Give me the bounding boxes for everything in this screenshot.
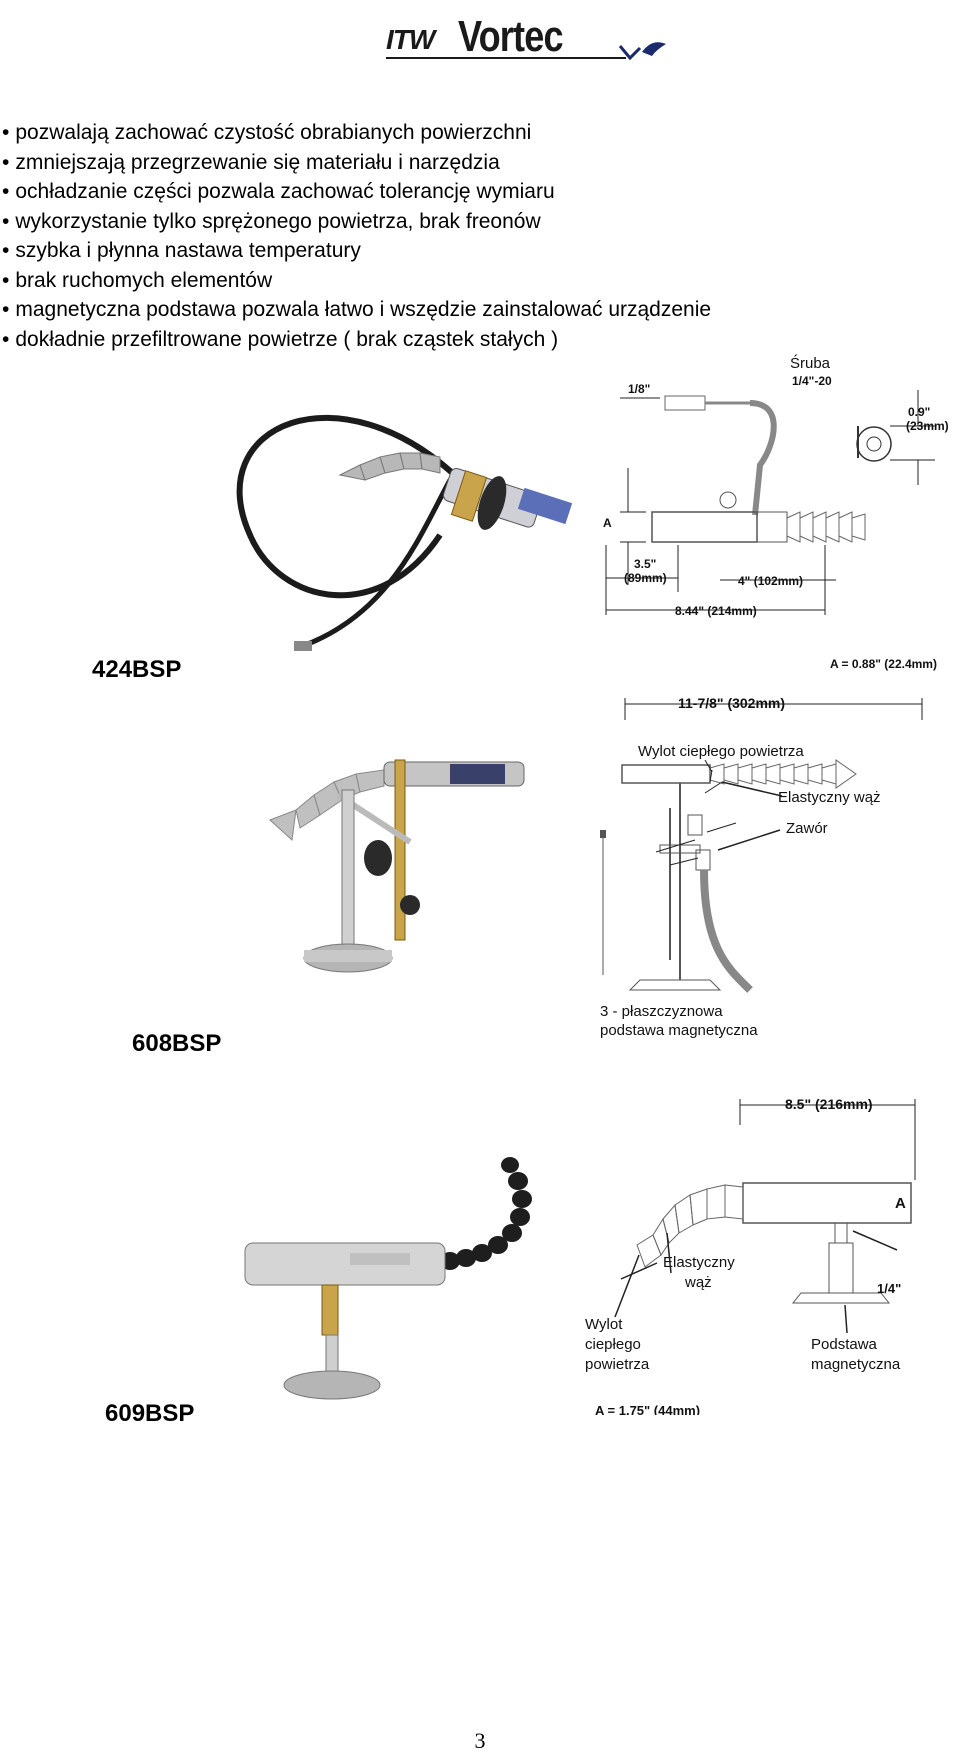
feature-list: pozwalają zachować czystość obrabianych …	[2, 118, 711, 354]
body-length-metric: (89mm)	[624, 571, 667, 585]
body-length-label: 3.5"	[634, 557, 656, 571]
height-label: 0.9"	[908, 405, 930, 419]
diagram-609bsp: 8.5" (216mm) A 1/4" Elastyczny wąż Wylot…	[585, 1096, 916, 1415]
feature-item: zmniejszają przegrzewanie się materiału …	[2, 148, 711, 178]
logo-vortec-text: Vortec	[458, 12, 564, 61]
product-photo-424bsp	[236, 414, 573, 651]
a-marker-609: A	[895, 1195, 906, 1212]
itw-vortec-logo: ITW Vortec	[386, 10, 676, 61]
base-line2-609: magnetyczna	[811, 1356, 901, 1373]
diagram-608bsp: 11-7/8" (302mm) Wylot ciepłego powietrza…	[600, 695, 923, 1039]
model-label-609bsp: 609BSP	[105, 1400, 195, 1427]
logo-itw-text: ITW	[386, 24, 435, 55]
flex-hose-line2: wąż	[684, 1274, 712, 1291]
feature-item: ochładzanie części pozwala zachować tole…	[2, 177, 711, 207]
diagram-424bsp: A 1/8" Śruba 1/4"-20 0.9" (23mm) 3.5" (8…	[603, 354, 949, 618]
base-label-line1: 3 - płaszczyznowa	[600, 1003, 723, 1020]
logo-swirl-icon	[618, 42, 666, 61]
product-photo-609bsp	[244, 1157, 532, 1400]
hot-outlet-line2: ciepłego	[585, 1336, 641, 1353]
feature-item: wykorzystanie tylko sprężonego powietrza…	[2, 207, 711, 237]
total-length-608: 11-7/8" (302mm)	[678, 695, 785, 711]
height-metric-label: (23mm)	[906, 419, 949, 433]
model-label-608bsp: 608BSP	[132, 1030, 222, 1057]
page-number: 3	[474, 1728, 486, 1753]
feature-item: magnetyczna podstawa pozwala łatwo i wsz…	[2, 295, 711, 325]
hose-length-label: 4" (102mm)	[738, 574, 803, 588]
screw-label-609: 1/4"	[877, 1281, 901, 1296]
base-line1-609: Podstawa	[811, 1336, 878, 1353]
hot-outlet-line3: powietrza	[585, 1356, 650, 1373]
inlet-size-label: 1/8"	[628, 382, 650, 396]
svg-text:A = 0.88" (22.4mm): A = 0.88" (22.4mm)	[830, 657, 937, 671]
a-marker-424: A	[603, 516, 612, 530]
a-value-424bsp: A = 0.88" (22.4mm)	[830, 657, 937, 671]
valve-label: Zawór	[786, 820, 828, 837]
product-photo-608bsp	[269, 759, 525, 973]
base-label-line2: podstawa magnetyczna	[600, 1022, 758, 1039]
hot-outlet-label: Wylot ciepłego powietrza	[638, 743, 804, 760]
feature-item: pozwalają zachować czystość obrabianych …	[2, 118, 711, 148]
screw-size-label: 1/4"-20	[792, 374, 832, 388]
screw-label: Śruba	[790, 354, 831, 372]
model-label-424bsp: 424BSP	[92, 656, 182, 683]
total-length-609: 8.5" (216mm)	[785, 1096, 873, 1112]
feature-item: dokładnie przefiltrowane powietrze ( bra…	[2, 325, 711, 355]
logo-underline	[386, 57, 626, 59]
a-value-609: A = 1.75" (44mm)	[595, 1403, 700, 1415]
total-length-label: 8.44" (214mm)	[675, 604, 757, 618]
flex-hose-line1: Elastyczny	[663, 1254, 735, 1271]
hot-outlet-line1: Wylot	[585, 1316, 623, 1333]
feature-item: brak ruchomych elementów	[2, 266, 711, 296]
feature-item: szybka i płynna nastawa temperatury	[2, 236, 711, 266]
flex-hose-label: Elastyczny wąż	[778, 789, 881, 806]
